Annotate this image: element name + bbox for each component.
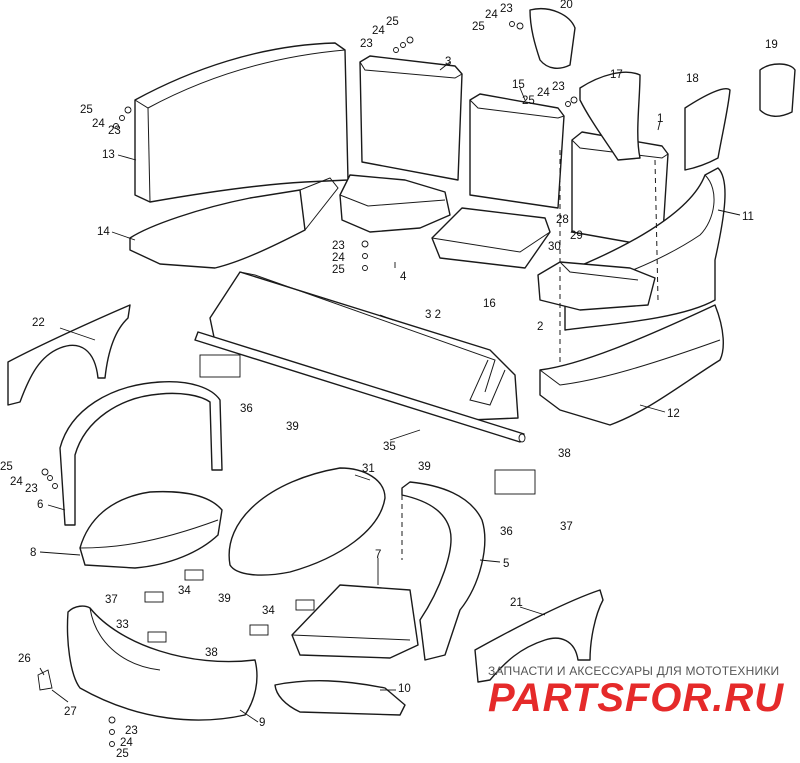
label-7: 7 (375, 549, 381, 561)
svg-text:25: 25 (116, 748, 129, 758)
svg-text:25: 25 (472, 21, 485, 33)
svg-text:24: 24 (10, 476, 23, 488)
part-12-base-cushion (539, 150, 724, 426)
part-17-bracket (579, 71, 641, 161)
label-39a: 39 (286, 421, 299, 433)
svg-text:24: 24 (120, 737, 133, 749)
part-1-back-cushion-right (571, 131, 669, 249)
label-31: 31 (362, 463, 375, 475)
part-19-bracket (759, 63, 796, 117)
label-15: 15 (512, 79, 525, 91)
svg-text:24: 24 (485, 9, 498, 21)
label-4: 4 (400, 271, 407, 283)
part-10-base-plate (274, 680, 406, 716)
label-20: 20 (560, 0, 573, 11)
svg-text:24: 24 (92, 118, 105, 130)
watermark-logo: PARTSFOR.RU (488, 676, 785, 720)
part-15-back-cushion-center-right (469, 93, 565, 209)
label-36: 36 (240, 403, 253, 415)
part-20-bracket (529, 8, 576, 69)
svg-text:23: 23 (500, 3, 513, 15)
label-8: 8 (30, 547, 36, 559)
label-36b: 36 (500, 526, 513, 538)
label-26: 26 (18, 653, 31, 665)
part-6-seat-back-frame (59, 380, 223, 526)
hardware-label-groups: 25 24 23 25 24 23 23 24 25 23 24 25 24 2… (0, 3, 565, 760)
label-13: 13 (102, 149, 115, 161)
label-14: 14 (97, 226, 110, 238)
part-16-seat-cushion-center (431, 207, 551, 269)
svg-text:25: 25 (386, 16, 399, 28)
label-38a: 38 (205, 647, 218, 659)
part-35-rod (194, 331, 526, 443)
label-2: 2 (537, 321, 543, 333)
label-22: 22 (32, 317, 45, 329)
label-38b: 38 (558, 448, 571, 460)
label-6: 6 (37, 499, 43, 511)
part-22-side-frame-left (7, 304, 131, 406)
part-21-side-frame-right (474, 589, 604, 683)
part-9-front-base-panel (66, 605, 258, 721)
label-37b: 37 (560, 521, 573, 533)
label-10: 10 (398, 683, 411, 695)
svg-text:25: 25 (332, 264, 345, 276)
svg-text:23: 23 (552, 81, 565, 93)
part-7-seat-cushion-lower (291, 584, 419, 659)
svg-text:23: 23 (332, 240, 345, 252)
part-4-seat-cushion-small (339, 174, 451, 233)
svg-text:25: 25 (80, 104, 93, 116)
label-9: 9 (259, 717, 265, 729)
svg-text:23: 23 (125, 725, 138, 737)
label-3: 3 (445, 56, 451, 68)
label-16: 16 (483, 298, 496, 310)
part-3-back-cushion-center (359, 55, 463, 181)
hardware-fasteners (37, 21, 578, 747)
label-39c: 39 (218, 593, 231, 605)
part-13-back-cushion-left (134, 42, 349, 203)
svg-text:25: 25 (522, 95, 535, 107)
svg-text:23: 23 (108, 125, 121, 137)
label-28: 28 (556, 214, 569, 226)
label-32: 3 2 (425, 309, 441, 321)
label-34a: 34 (178, 585, 191, 597)
part-8-seat-cushion (79, 490, 223, 569)
part-18-bracket (684, 88, 731, 171)
svg-text:24: 24 (372, 25, 385, 37)
label-5: 5 (503, 558, 509, 570)
label-17: 17 (610, 69, 623, 81)
label-34b: 34 (262, 605, 275, 617)
watermark-tagline: ЗАПЧАСТИ И АКСЕССУАРЫ ДЛЯ МОТОТЕХНИКИ (488, 664, 780, 678)
label-18: 18 (686, 73, 699, 85)
label-19: 19 (765, 39, 778, 51)
part-31-oval-cushion (228, 467, 386, 576)
label-33: 33 (116, 619, 129, 631)
label-12: 12 (667, 408, 680, 420)
label-37a: 37 (105, 594, 118, 606)
svg-text:23: 23 (25, 483, 38, 495)
label-35: 35 (383, 441, 396, 453)
label-30: 30 (548, 241, 561, 253)
label-1: 1 (657, 113, 663, 125)
svg-text:24: 24 (332, 252, 345, 264)
part-5-seat-back-curved (401, 481, 486, 661)
label-29: 29 (570, 230, 583, 242)
svg-text:23: 23 (360, 38, 373, 50)
svg-text:25: 25 (0, 461, 13, 473)
label-39b: 39 (418, 461, 431, 473)
part-2-seat-corner (537, 261, 656, 311)
label-21: 21 (510, 597, 523, 609)
part-32-backrest-wedge (209, 271, 519, 421)
leader-lines (39, 61, 741, 723)
part-labels: 1 2 3 4 5 6 7 8 9 10 11 12 13 14 15 16 1… (18, 0, 778, 729)
label-27: 27 (64, 706, 77, 718)
label-11: 11 (742, 211, 754, 223)
part-14-seat-cushion-left (129, 177, 339, 269)
svg-text:24: 24 (537, 87, 550, 99)
